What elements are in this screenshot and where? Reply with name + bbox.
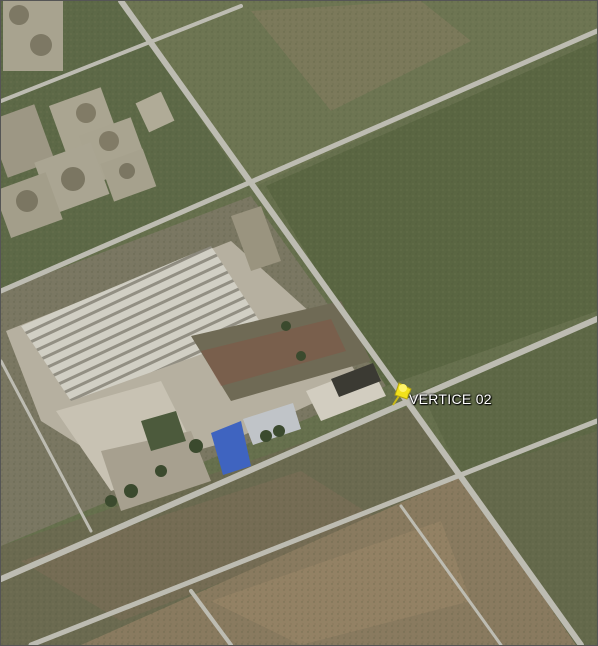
blue-structure — [211, 421, 251, 475]
tree-rows — [105, 321, 306, 507]
settling-tanks — [1, 1, 175, 239]
marker-label: VERTICE 02 — [409, 391, 492, 407]
yellow-pushpin-icon[interactable] — [392, 382, 412, 406]
industrial-complex — [6, 206, 386, 511]
